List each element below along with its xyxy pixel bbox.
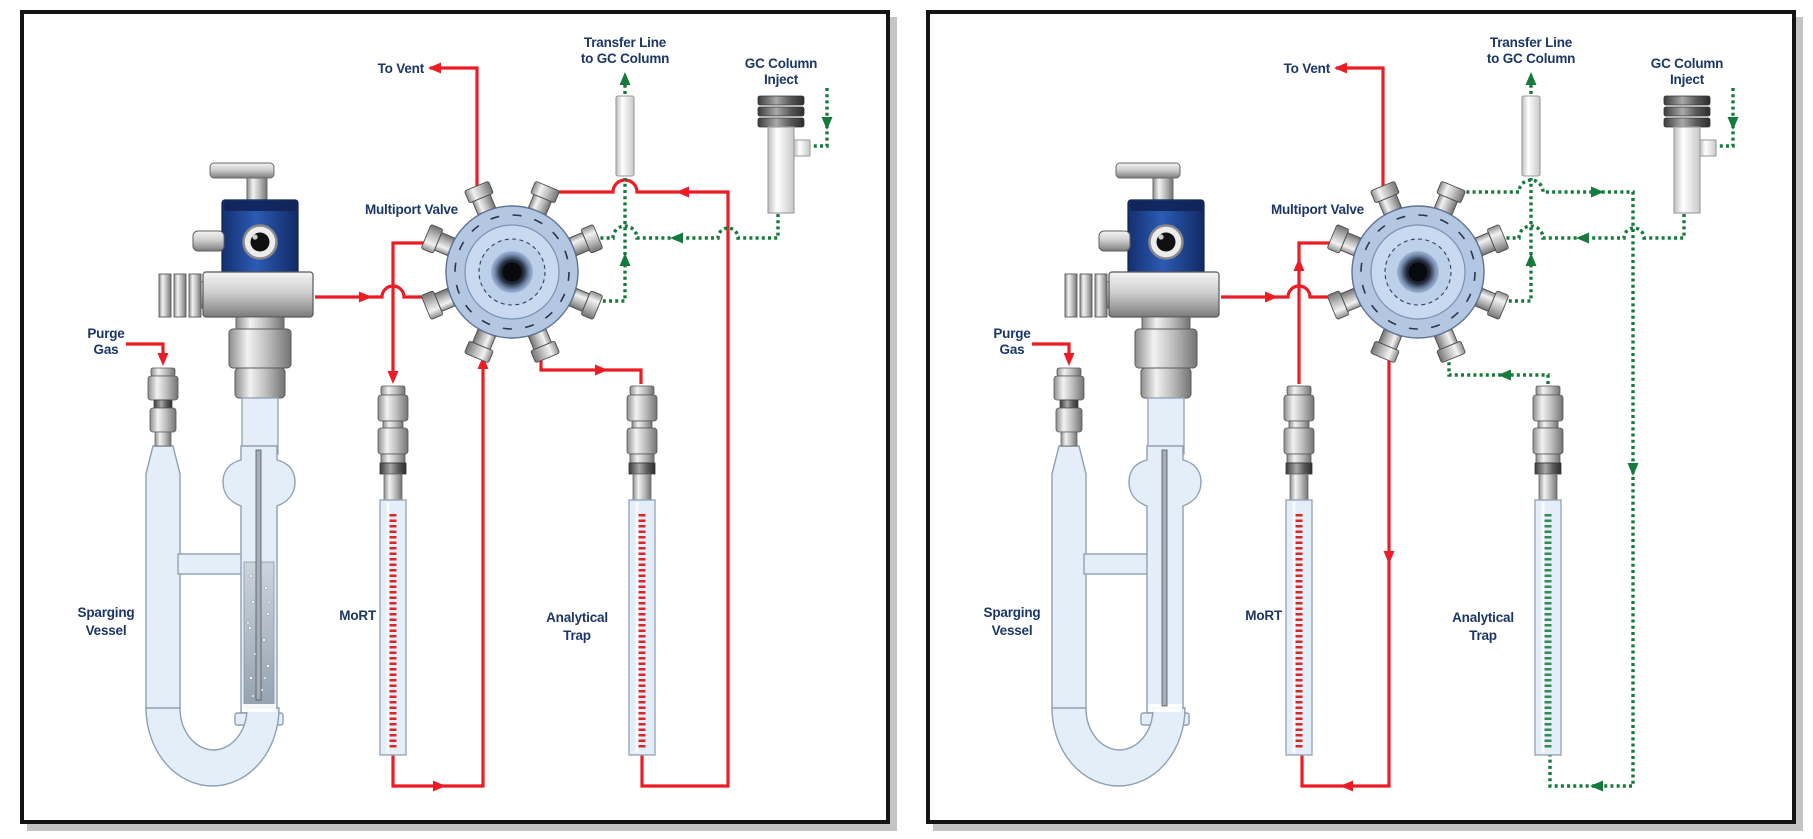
arrow-left-icon: [428, 62, 441, 74]
bubbles: [246, 568, 271, 698]
regulator-to-valve-line: [1221, 284, 1350, 299]
arrow-left-icon: [1498, 369, 1511, 381]
purge-gas-label-2: Gas: [1000, 342, 1025, 357]
arrow-left-icon: [676, 186, 689, 198]
arrow-left-icon: [670, 232, 683, 244]
regulator-to-valve-line: [315, 284, 444, 299]
purge-mode-diagram: To Vent Multiport Valve Transfer Line to…: [78, 35, 833, 792]
arrow-right-icon: [1591, 186, 1604, 198]
purge-gas-fitting: [147, 367, 179, 447]
arrow-down-icon: [821, 117, 833, 130]
sparging-vessel-label-2: Vessel: [86, 623, 127, 638]
arrow-down-icon: [387, 371, 399, 384]
transfer-line-tube: [1521, 95, 1541, 177]
pressure-regulator: [157, 161, 315, 456]
transfer-line-label-2: to GC Column: [581, 51, 669, 66]
purge-gas-line: [1032, 342, 1071, 360]
arrow-up-icon: [477, 356, 489, 369]
sparging-vessel-label: Sparging: [984, 605, 1041, 620]
arrow-up-icon: [1293, 258, 1305, 271]
gc-inject-label-2: Inject: [764, 72, 799, 87]
arrow-right-icon: [1265, 291, 1278, 303]
carrier-inlet-line: [1712, 88, 1735, 148]
valve-to-trap-backflush-line: [1454, 178, 1635, 788]
purge-flow-lines: [126, 62, 833, 792]
transfer-line-label-2: to GC Column: [1487, 51, 1575, 66]
purge-gas-label-2: Gas: [94, 342, 119, 357]
analytical-trap-label: Analytical: [1452, 610, 1514, 625]
multiport-valve-label: Multiport Valve: [1271, 202, 1365, 217]
arrow-up-icon: [619, 72, 631, 85]
gc-inject-label: GC Column: [1651, 56, 1723, 71]
sparge-frit: [1148, 704, 1182, 712]
arrow-down-icon: [1383, 551, 1395, 564]
mort-fitting: [377, 385, 409, 501]
purge-gas-label: Purge: [993, 326, 1031, 341]
pressure-regulator: [1063, 161, 1221, 456]
trap-fitting: [626, 385, 658, 501]
transfer-line-label: Transfer Line: [584, 35, 667, 50]
mort-label: MoRT: [1245, 608, 1283, 623]
sparging-vessel-label: Sparging: [78, 605, 135, 620]
injector-to-valve-line: [1488, 214, 1686, 240]
sparging-vessel-label-2: Vessel: [992, 623, 1033, 638]
arrow-right-icon: [359, 291, 372, 303]
arrow-left-icon: [1576, 232, 1589, 244]
analytical-trap-label-2: Trap: [563, 628, 591, 643]
mort-label: MoRT: [339, 608, 377, 623]
analytical-trap-label-2: Trap: [1469, 628, 1497, 643]
gc-inject-label-2: Inject: [1670, 72, 1705, 87]
mort-fitting: [1283, 385, 1315, 501]
arrow-left-icon: [1340, 780, 1353, 792]
purge-gas-label: Purge: [87, 326, 125, 341]
arrow-left-icon: [1334, 62, 1347, 74]
trap-fitting: [1532, 385, 1564, 501]
vent-line: [430, 66, 479, 195]
arrow-down-icon: [1063, 353, 1075, 366]
purge-gas-line: [126, 342, 165, 360]
gc-injector: [1663, 95, 1717, 214]
carrier-inlet-line: [806, 88, 829, 148]
arrow-up-icon: [1525, 72, 1537, 85]
arrow-down-icon: [1727, 117, 1739, 130]
valve-to-mort-backflush-line: [1300, 354, 1391, 788]
arrow-right-icon: [595, 364, 608, 376]
injector-to-valve-line: [582, 214, 780, 240]
sparging-vessel: [1051, 445, 1202, 787]
arrow-down-icon: [157, 353, 169, 366]
sparge-needle: [255, 449, 262, 701]
transfer-line-label: Transfer Line: [1490, 35, 1573, 50]
transfer-line-tube: [615, 95, 635, 177]
desorb-mode-panel: To Vent Multiport Valve Transfer Line to…: [926, 10, 1796, 824]
purge-gas-fitting: [1053, 367, 1085, 447]
arrow-up-icon: [1525, 253, 1537, 266]
to-vent-label: To Vent: [378, 61, 425, 76]
to-vent-label: To Vent: [1284, 61, 1331, 76]
arrow-down-icon: [1627, 463, 1639, 476]
desorb-flow-lines: [1032, 62, 1739, 792]
arrow-right-icon: [433, 780, 446, 792]
analytical-trap-label: Analytical: [546, 610, 608, 625]
arrow-left-icon: [1590, 780, 1603, 792]
purge-mode-panel: To Vent Multiport Valve Transfer Line to…: [20, 10, 890, 824]
arrow-up-icon: [619, 253, 631, 266]
multiport-valve-label: Multiport Valve: [365, 202, 459, 217]
desorb-mode-diagram: To Vent Multiport Valve Transfer Line to…: [984, 35, 1739, 792]
vent-line: [1336, 66, 1385, 195]
gc-injector: [757, 95, 811, 214]
gc-inject-label: GC Column: [745, 56, 817, 71]
sparge-needle: [1161, 449, 1168, 707]
